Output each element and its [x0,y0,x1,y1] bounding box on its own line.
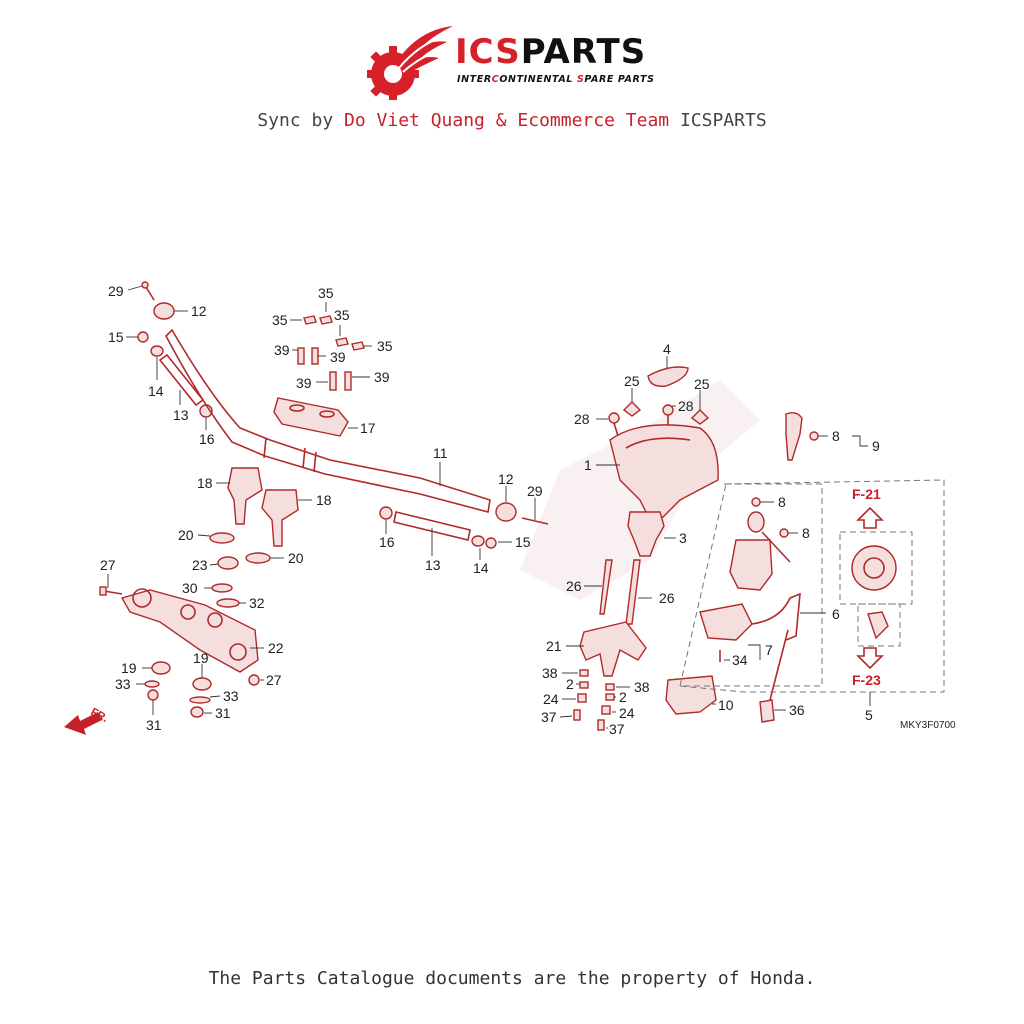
label-39: 39 [374,369,390,385]
handlebar-assembly: FR. [64,281,549,735]
label-39: 39 [330,349,346,365]
label-21: 21 [546,638,562,654]
label-24: 24 [543,691,559,707]
label-31: 31 [215,705,231,721]
label-37: 37 [541,709,557,725]
label-35: 35 [318,285,334,301]
reference-f23: F-23 [852,672,881,688]
wing-gear-logo-icon [367,26,453,100]
arrow-down-icon [856,647,884,670]
label-28: 28 [678,398,694,414]
ignition-assembly [573,366,897,731]
label-16: 16 [379,534,395,550]
reference-f21: F-21 [852,486,881,502]
label-30: 30 [182,580,198,596]
label-6: 6 [832,606,840,622]
label-8: 8 [832,428,840,444]
label-13: 13 [173,407,189,423]
label-28: 28 [574,411,590,427]
label-14: 14 [148,383,164,399]
label-35: 35 [334,307,350,323]
label-29: 29 [108,283,124,299]
label-2: 2 [566,676,574,692]
label-35: 35 [377,338,393,354]
label-31: 31 [146,717,162,733]
label-11: 11 [433,445,448,461]
label-37: 37 [609,721,625,737]
label-9: 9 [872,438,880,454]
label-4: 4 [663,341,671,357]
diagram-code: MKY3F0700 [900,720,956,731]
label-36: 36 [789,702,805,718]
label-1: 1 [584,457,592,473]
label-25: 25 [624,373,640,389]
label-14: 14 [473,560,489,576]
label-8: 8 [802,525,810,541]
label-16: 16 [199,431,215,447]
label-33: 33 [223,688,239,704]
label-12: 12 [191,303,207,319]
sync-credit: Sync by Do Viet Quang & Ecommerce Team I… [257,110,767,131]
label-39: 39 [274,342,290,358]
label-29: 29 [527,483,543,499]
label-34: 34 [732,652,748,668]
front-direction-arrow-icon [64,712,102,735]
label-19: 19 [121,660,137,676]
footer-disclaimer: The Parts Catalogue documents are the pr… [208,968,816,989]
brand-name: ICSPARTS [455,32,647,72]
label-38: 38 [542,665,558,681]
label-24: 24 [619,705,635,721]
label-32: 32 [249,595,265,611]
leader-lines-right [559,356,871,729]
label-5: 5 [865,707,873,723]
label-22: 22 [268,640,284,656]
label-12: 12 [498,471,514,487]
label-38: 38 [634,679,650,695]
label-39: 39 [296,375,312,391]
label-27: 27 [266,672,282,688]
label-18: 18 [197,475,213,491]
label-3: 3 [679,530,687,546]
icsparts-logo: ICSPARTS INTERCONTINENTAL SPARE PARTS [355,22,675,102]
label-18: 18 [316,492,332,508]
label-25: 25 [694,376,710,392]
label-27: 27 [100,557,116,573]
label-35: 35 [272,312,288,328]
label-13: 13 [425,557,441,573]
arrow-up-icon [856,506,884,529]
label-26: 26 [659,590,675,606]
assembly-frames [679,479,945,693]
part-number-labels: 29 12 15 14 13 16 35 35 35 35 39 39 39 3… [100,283,956,737]
label-15: 15 [515,534,531,550]
leader-lines-left [107,285,536,715]
label-8: 8 [778,494,786,510]
label-26: 26 [566,578,582,594]
label-23: 23 [192,557,208,573]
label-7: 7 [765,642,773,658]
label-19: 19 [193,650,209,666]
label-33: 33 [115,676,131,692]
label-15: 15 [108,329,124,345]
label-17: 17 [360,420,376,436]
label-2: 2 [619,689,627,705]
label-10: 10 [718,697,734,713]
brand-tagline: INTERCONTINENTAL SPARE PARTS [457,74,655,85]
label-20: 20 [178,527,194,543]
label-20: 20 [288,550,304,566]
